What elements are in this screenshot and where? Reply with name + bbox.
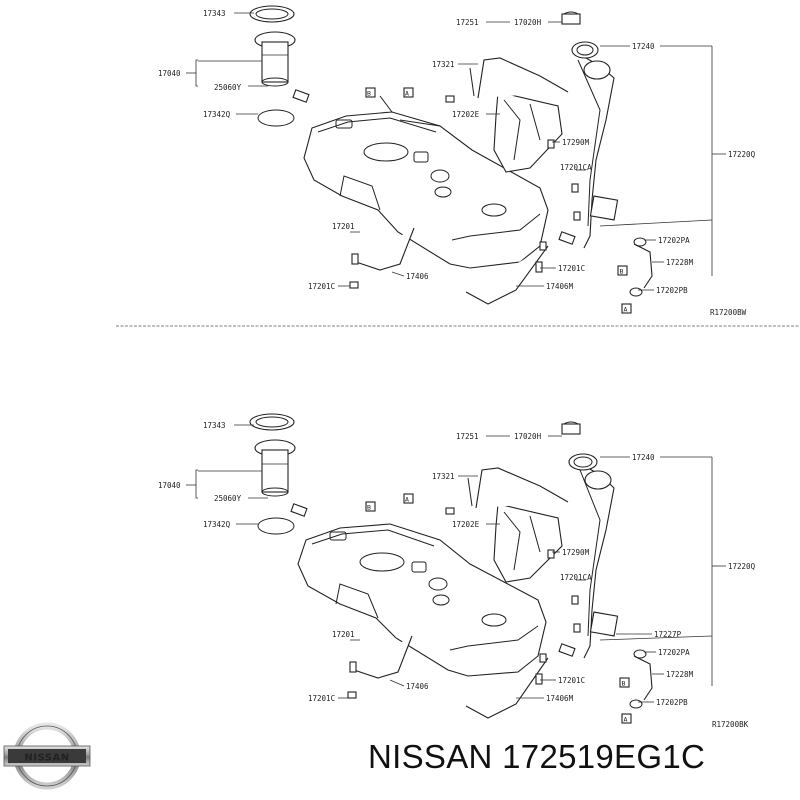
label-bottom-17321: 17321 <box>432 472 455 481</box>
fuel-tank-body <box>297 523 547 677</box>
callout-top-b-lower: B <box>620 268 624 276</box>
fuel-tank-body <box>303 95 549 269</box>
label-bottom-17201c-right: 17201C <box>558 676 585 685</box>
pump-seal-ring <box>257 109 295 127</box>
callout-bottom-b: B <box>367 504 371 512</box>
heat-shield <box>493 91 563 173</box>
label-top-17201c-right: 17201C <box>558 264 585 273</box>
vent-hose <box>477 57 569 99</box>
label-top-17220q: 17220Q <box>728 150 756 159</box>
label-bottom-17201c-left: 17201C <box>308 694 335 703</box>
label-bottom-17020h: 17020H <box>514 432 542 441</box>
tank-strap-rear <box>465 245 549 305</box>
label-bottom-17290m: 17290M <box>562 548 590 557</box>
pump-flange-ring <box>249 413 295 431</box>
diagram-top: 17343 17040 25060Y 17342Q 17251 17020H 1… <box>158 5 756 317</box>
label-bottom-17406: 17406 <box>406 682 429 691</box>
callout-top-a: A <box>405 90 409 98</box>
label-top-17343: 17343 <box>203 9 226 18</box>
label-top-17040: 17040 <box>158 69 181 78</box>
pump-flange-ring <box>249 5 295 23</box>
label-top-17201: 17201 <box>332 222 355 231</box>
label-bottom-17202e: 17202E <box>452 520 480 529</box>
label-top-17342q: 17342Q <box>203 110 231 119</box>
diagram-top-code: R17200BW <box>710 308 747 317</box>
label-top-17406m: 17406M <box>546 282 574 291</box>
callout-bottom-a: A <box>405 496 409 504</box>
label-bottom-17343: 17343 <box>203 421 226 430</box>
diagram-bottom: 17343 17040 25060Y 17342Q 17251 17020H 1… <box>158 413 756 729</box>
label-top-17201c-left: 17201C <box>308 282 335 291</box>
label-top-17201ca: 17201CA <box>560 163 592 172</box>
label-bottom-17228m: 17228M <box>666 670 694 679</box>
fuel-pump-assembly <box>254 31 310 103</box>
callout-bottom-a-lower: A <box>624 716 628 724</box>
filler-hose <box>633 655 653 701</box>
fuel-pump-assembly <box>254 439 308 517</box>
label-top-25060y: 25060Y <box>214 83 242 92</box>
filler-hose <box>633 243 653 289</box>
tank-strap-rear <box>465 657 549 719</box>
filler-cap <box>561 11 599 59</box>
vent-hose <box>475 467 569 509</box>
callout-top-a-lower: A <box>624 306 628 314</box>
label-bottom-17240: 17240 <box>632 453 655 462</box>
label-bottom-17227p: 17227P <box>654 630 682 639</box>
tank-strap <box>355 227 415 271</box>
pump-seal-ring <box>257 517 295 535</box>
callout-top-b: B <box>367 90 371 98</box>
label-bottom-17220q: 17220Q <box>728 562 756 571</box>
label-bottom-17040: 17040 <box>158 481 181 490</box>
diagram-bottom-code: R17200BK <box>712 720 749 729</box>
logo-wordmark: NISSAN <box>24 753 69 764</box>
label-top-17020h: 17020H <box>514 18 542 27</box>
label-top-17202e: 17202E <box>452 110 480 119</box>
label-top-17321: 17321 <box>432 60 455 69</box>
label-bottom-17202pa: 17202PA <box>658 648 690 657</box>
callout-bottom-b-lower: B <box>622 680 626 688</box>
label-bottom-25060y: 25060Y <box>214 494 242 503</box>
label-top-17202pa: 17202PA <box>658 236 690 245</box>
label-top-17290m: 17290M <box>562 138 590 147</box>
label-bottom-17201: 17201 <box>332 630 355 639</box>
heat-shield <box>493 503 563 583</box>
label-bottom-17201ca: 17201CA <box>560 573 592 582</box>
label-top-17406: 17406 <box>406 272 429 281</box>
label-top-17251: 17251 <box>456 18 479 27</box>
label-top-17202pb: 17202PB <box>656 286 688 295</box>
label-top-17240: 17240 <box>632 42 655 51</box>
label-top-17228m: 17228M <box>666 258 694 267</box>
part-number-caption: NISSAN 172519EG1C <box>368 738 706 775</box>
label-bottom-17251: 17251 <box>456 432 479 441</box>
tank-strap <box>353 635 413 679</box>
label-bottom-17342q: 17342Q <box>203 520 231 529</box>
filler-cap <box>561 421 598 471</box>
label-bottom-17202pb: 17202PB <box>656 698 688 707</box>
nissan-logo-icon: NISSAN <box>3 722 91 790</box>
label-bottom-17406m: 17406M <box>546 694 574 703</box>
